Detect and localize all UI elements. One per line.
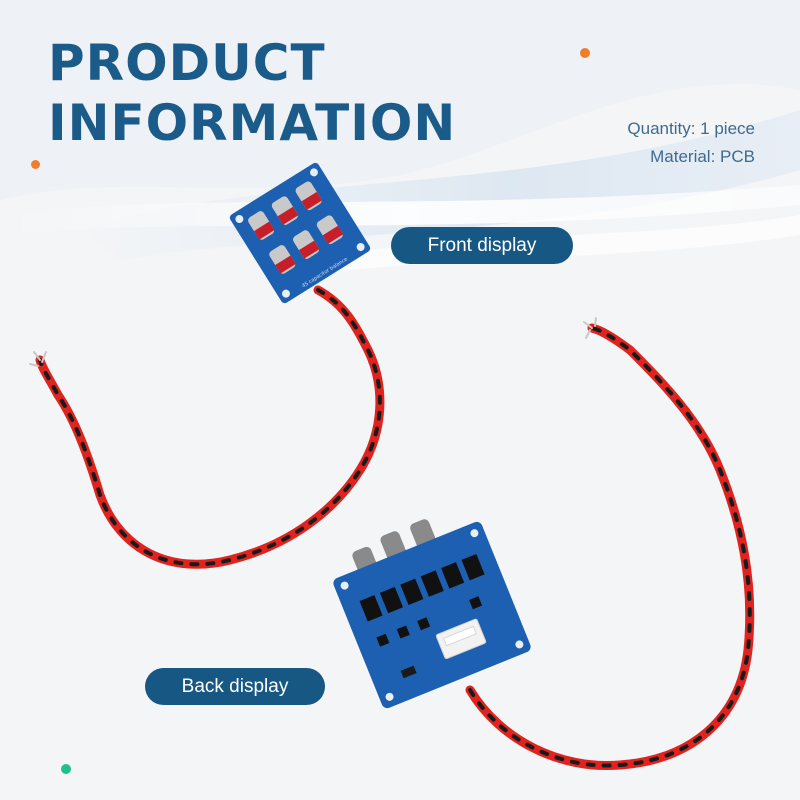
jst-connector xyxy=(435,618,487,660)
front-pcb-board: 4S capacitor balance xyxy=(229,162,371,304)
spec-material: Material: PCB xyxy=(650,147,755,166)
orange-dot xyxy=(580,48,590,58)
green-dot xyxy=(61,764,71,774)
back-display-label: Back display xyxy=(145,668,325,705)
back-pcb-board xyxy=(333,519,531,709)
orange-dot xyxy=(31,160,40,169)
spec-quantity: Quantity: 1 piece xyxy=(627,119,755,138)
headline-product: PRODUCT xyxy=(48,34,326,92)
headline-information: INFORMATION xyxy=(48,94,457,152)
front-display-label: Front display xyxy=(391,227,573,264)
twisted-wire-harness xyxy=(465,317,755,771)
twisted-wire-harness xyxy=(29,285,385,569)
